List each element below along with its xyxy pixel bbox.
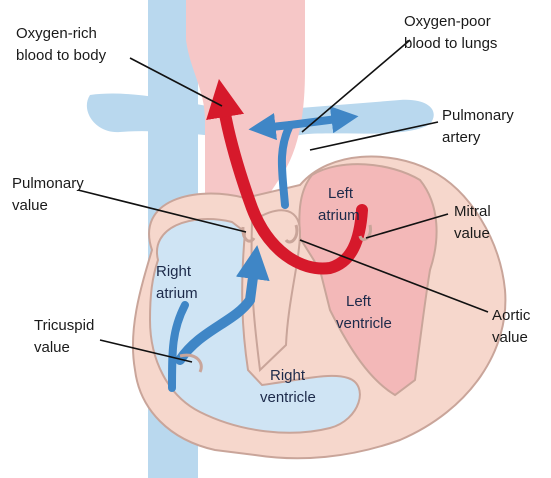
label-tricuspid-valve: Tricuspid value	[34, 317, 98, 356]
label-pulmonary-valve: Pulmonary value	[12, 175, 88, 214]
label-pulmonary-artery: Pulmonary artery	[442, 107, 518, 146]
label-oxygen-rich: Oxygen-rich blood to body	[16, 25, 107, 64]
label-oxygen-poor: Oxygen-poor blood to lungs	[404, 13, 497, 52]
